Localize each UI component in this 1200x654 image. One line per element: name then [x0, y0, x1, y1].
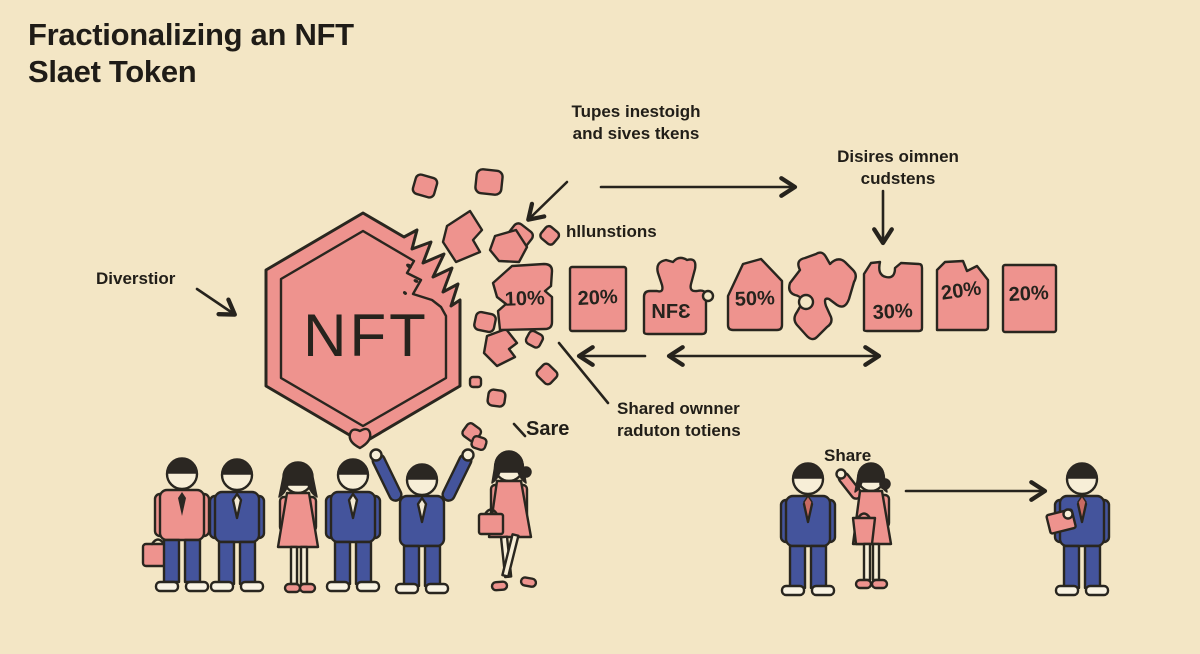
arrow-diversion [195, 287, 237, 317]
hexagon-outer [264, 211, 462, 445]
tie [1077, 494, 1087, 521]
fragment-shards [348, 168, 561, 452]
token-10pct: 10% [491, 262, 554, 332]
hexagon-inner-outline [279, 229, 448, 428]
svg-text:10%: 10% [504, 287, 545, 310]
token-20pct-b: 20% [935, 259, 990, 332]
break-speck [403, 291, 407, 295]
token-nft-shard: NFƐ [642, 256, 715, 336]
leader-sare [512, 422, 527, 438]
svg-text:20%: 20% [1008, 282, 1049, 306]
people-group-right [779, 461, 1111, 597]
nft-hexagon: NFT [264, 211, 462, 445]
person-suit-man-1 [208, 457, 266, 593]
person-sweater-man [141, 457, 211, 593]
break-speck [406, 263, 412, 269]
hexagon-label: NFT [303, 302, 429, 369]
person-dress-woman [276, 461, 320, 594]
svg-text:30%: 30% [872, 300, 913, 324]
svg-text:20%: 20% [577, 286, 618, 310]
label-customers: Disires oimnen cudstens [837, 147, 959, 188]
person-share-man [779, 461, 837, 597]
label-sare: Sare [526, 418, 570, 440]
arrow-invest-to-shards [526, 180, 569, 222]
tie [803, 494, 813, 521]
label-diversion: Diverstior [96, 269, 176, 288]
label-shared-ownership: Shared ownner raduton totiens [617, 399, 741, 440]
svg-text:NFƐ: NFƐ [651, 301, 691, 323]
person-presenting-woman [835, 462, 893, 590]
token-row: 10% 20% NFƐ 50% 30% [491, 251, 1058, 341]
token-50pct: 50% [726, 257, 784, 332]
token-30pct: 30% [862, 260, 924, 333]
arrows [195, 176, 1048, 502]
held-share-card [1045, 508, 1077, 535]
person-suit-man-2 [324, 457, 382, 593]
svg-text:50%: 50% [734, 287, 775, 310]
token-puzzle [787, 251, 857, 341]
token-20pct-c: 20% [1001, 263, 1058, 334]
label-illustrations: hllunstions [566, 222, 657, 241]
label-invest: Tupes inestoigh and sives tkens [571, 102, 701, 143]
person-cheering-man [369, 448, 475, 595]
token-20pct-a: 20% [568, 265, 628, 333]
page-title: Fractionalizing an NFT Slaet Token [28, 17, 354, 90]
people-group-left [141, 448, 538, 595]
break-speck [413, 279, 419, 283]
person-walking-woman [477, 450, 538, 592]
label-share: Share [824, 446, 872, 465]
leader-shared-ownership [557, 341, 610, 405]
